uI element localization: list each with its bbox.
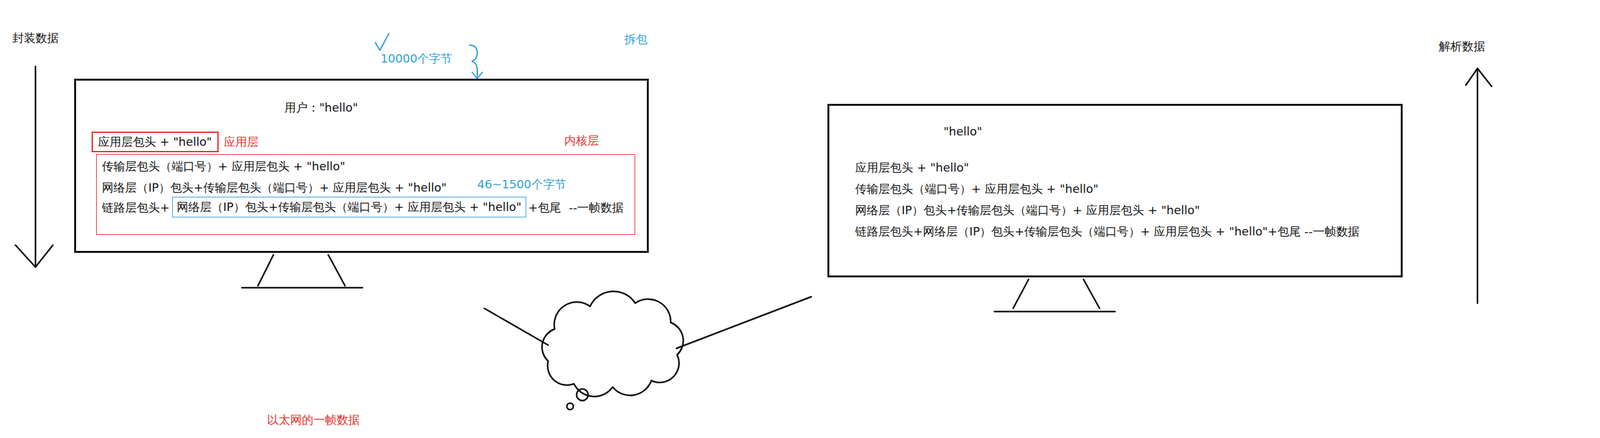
process-arrow xyxy=(1476,68,1479,304)
monitor-base xyxy=(994,310,1116,313)
monitor-screen: "hello" 应用层包头 + "hello" 传输层包头（端口号）+ 应用层包头 … xyxy=(827,103,1403,278)
packet-text: 传输层包头（端口号）+ 应用层包头 + "hello" xyxy=(101,158,346,175)
packet-text: 网络层（IP）包头+传输层包头（端口号）+ 应用层包头 + "hello" xyxy=(101,179,447,196)
monitor-stand xyxy=(1083,279,1100,309)
curly-arrow xyxy=(469,45,478,77)
packet-text: 应用层包头 + "hello" xyxy=(855,159,970,176)
frame-part: +包尾 xyxy=(528,199,562,216)
ethernet-payload-box: 网络层（IP）包头+传输层包头（端口号）+ 应用层包头 + "hello" xyxy=(172,196,527,218)
frame-part: 链路层包头+ xyxy=(101,199,170,216)
packet-text: 网络层（IP）包头+传输层包头（端口号）+ 应用层包头 + "hello" xyxy=(855,202,1201,218)
arrow-head xyxy=(472,72,483,79)
size-note: 10000个字节 xyxy=(380,50,453,67)
frame-note: --一帧数据 xyxy=(568,199,624,216)
network-cloud xyxy=(542,291,684,397)
network-wire xyxy=(484,308,549,346)
screen-text: "hello" xyxy=(943,123,983,140)
layer-name: 应用层 xyxy=(223,134,259,150)
network-wire xyxy=(676,296,812,349)
kernel-layer-box: 内核层传输层包头（端口号）+ 应用层包头 + "hello"网络层（IP）包头+… xyxy=(96,154,636,235)
size-note: 46~1500个字节 xyxy=(477,176,567,193)
screen-text: 用户："hello" xyxy=(284,99,358,116)
process-caption: 封装数据 xyxy=(12,30,59,46)
frame-text: 链路层包头+网络层（IP）包头+传输层包头（端口号）+ 应用层包头 + "hel… xyxy=(855,223,1360,240)
application-layer-box: 应用层包头 + "hello"应用层 xyxy=(91,131,219,153)
step-note: 拆包 xyxy=(624,31,648,48)
process-caption: 解析数据 xyxy=(1438,38,1486,55)
cloud-bubble xyxy=(576,388,589,401)
monitor-stand xyxy=(328,254,346,286)
packet-text: 传输层包头（端口号）+ 应用层包头 + "hello" xyxy=(855,181,1099,197)
arrow-head xyxy=(1465,68,1492,87)
cloud-bubble xyxy=(566,403,574,410)
layer-name: 内核层 xyxy=(564,132,600,149)
frame-caption: 以太网的一帧数据 xyxy=(266,412,360,428)
monitor-stand xyxy=(257,254,274,286)
monitor-stand xyxy=(1013,279,1029,309)
packet-text: 应用层包头 + "hello" xyxy=(98,134,213,150)
arrow-head xyxy=(15,245,53,267)
check-mark xyxy=(375,33,389,51)
process-arrow xyxy=(34,66,37,267)
monitor-screen: 用户："hello"应用层包头 + "hello"应用层内核层传输层包头（端口号… xyxy=(74,78,649,253)
packet-text: 网络层（IP）包头+传输层包头（端口号）+ 应用层包头 + "hello" xyxy=(176,199,522,215)
monitor-base xyxy=(241,286,363,289)
